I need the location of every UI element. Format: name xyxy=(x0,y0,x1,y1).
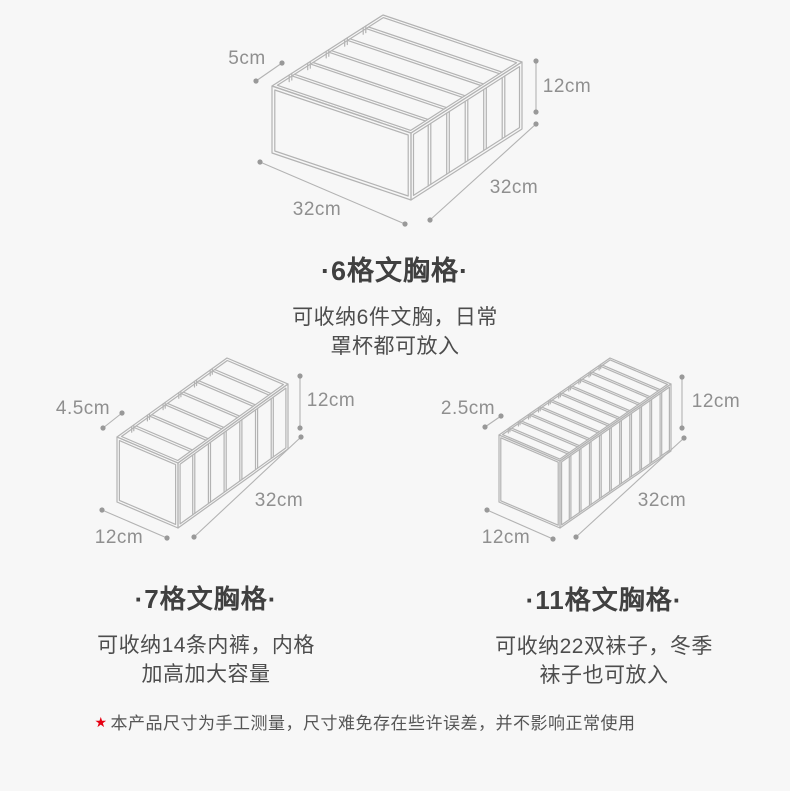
section-title-11-grid: ·11格文胸格· xyxy=(525,585,683,615)
desc-line-2: 袜子也可放入 xyxy=(539,664,669,687)
dim-side-7grid: 12cm xyxy=(94,527,144,548)
star-icon: ★ xyxy=(94,714,108,730)
dim-length-7grid: 32cm xyxy=(254,490,304,511)
section-desc-6-grid: 可收纳6件文胸，日常 罩杯都可放入 xyxy=(292,303,498,361)
dim-side-11grid: 12cm xyxy=(481,527,531,548)
dim-cell-width-11grid: 2.5cm xyxy=(440,398,496,419)
section-desc-7-grid: 可收纳14条内裤，内格 加高加大容量 xyxy=(97,631,315,689)
dim-side-6grid: 32cm xyxy=(292,199,342,220)
dim-length-11grid: 32cm xyxy=(637,490,687,511)
dim-height-6grid: 12cm xyxy=(542,76,592,97)
diagram-11-grid-box xyxy=(482,357,687,542)
diagram-6-grid-box xyxy=(253,14,539,227)
desc-line-1: 可收纳22双袜子，冬季 xyxy=(495,635,713,658)
section-title-7-grid: ·7格文胸格· xyxy=(134,584,278,614)
dim-height-7grid: 12cm xyxy=(306,390,356,411)
desc-line-1: 可收纳14条内裤，内格 xyxy=(97,634,315,657)
measurement-note: ★本产品尺寸为手工测量，尺寸难免存在些许误差，并不影响正常使用 xyxy=(94,709,635,734)
desc-line-2: 罩杯都可放入 xyxy=(330,335,460,358)
dim-height-11grid: 12cm xyxy=(691,391,741,412)
desc-line-2: 加高加大容量 xyxy=(141,663,271,686)
section-11-grid: ·11格文胸格· 可收纳22双袜子，冬季 袜子也可放入 xyxy=(495,580,713,690)
diagram-7-grid-box xyxy=(99,357,304,541)
dim-length-6grid: 32cm xyxy=(489,177,539,198)
section-desc-11-grid: 可收纳22双袜子，冬季 袜子也可放入 xyxy=(495,632,713,690)
dim-cell-width-7grid: 4.5cm xyxy=(55,398,111,419)
section-7-grid: ·7格文胸格· 可收纳14条内裤，内格 加高加大容量 xyxy=(97,579,315,689)
dim-cell-width-6grid: 5cm xyxy=(228,48,266,69)
desc-line-1: 可收纳6件文胸，日常 xyxy=(292,306,498,329)
note-text: 本产品尺寸为手工测量，尺寸难免存在些许误差，并不影响正常使用 xyxy=(110,714,636,733)
section-6-grid: ·6格文胸格· 可收纳6件文胸，日常 罩杯都可放入 xyxy=(292,249,498,361)
section-title-6-grid: ·6格文胸格· xyxy=(321,256,469,286)
